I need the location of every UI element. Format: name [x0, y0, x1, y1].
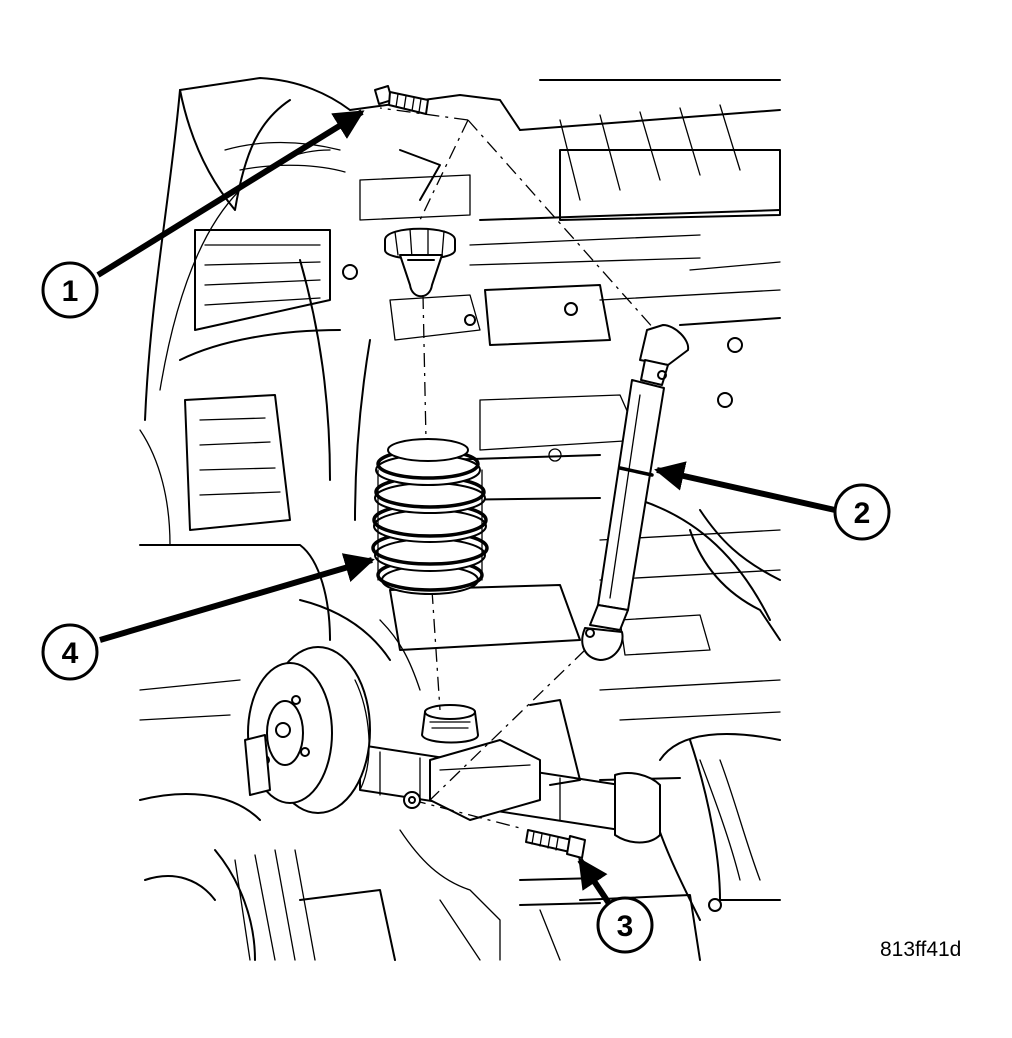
callout-4: 4: [41, 623, 99, 681]
figure-id: 813ff41d: [880, 938, 962, 961]
callout-4-label: 4: [62, 637, 79, 670]
vehicle-body-background: [139, 77, 781, 961]
lower-spring-seat: [421, 704, 479, 744]
callout-3-label: 3: [617, 910, 634, 943]
lower-bolt-icon: [525, 829, 586, 859]
upper-bolt-icon: [374, 85, 429, 115]
shock-absorber-icon: [581, 324, 690, 661]
callout-1: 1: [41, 261, 99, 319]
callout-2: 2: [833, 483, 891, 541]
callout-leaders: [96, 109, 836, 910]
brake-rotor-hub: [244, 646, 371, 814]
callout-3: 3: [596, 896, 654, 954]
upper-spring-isolator: [384, 227, 456, 298]
callout-1-label: 1: [62, 275, 79, 308]
callout-2-label: 2: [854, 497, 871, 530]
axle-nut: [403, 791, 421, 809]
rear-axle-housing: [359, 699, 661, 844]
coil-spring-icon: [371, 438, 489, 595]
installation-centerlines: [379, 107, 656, 829]
